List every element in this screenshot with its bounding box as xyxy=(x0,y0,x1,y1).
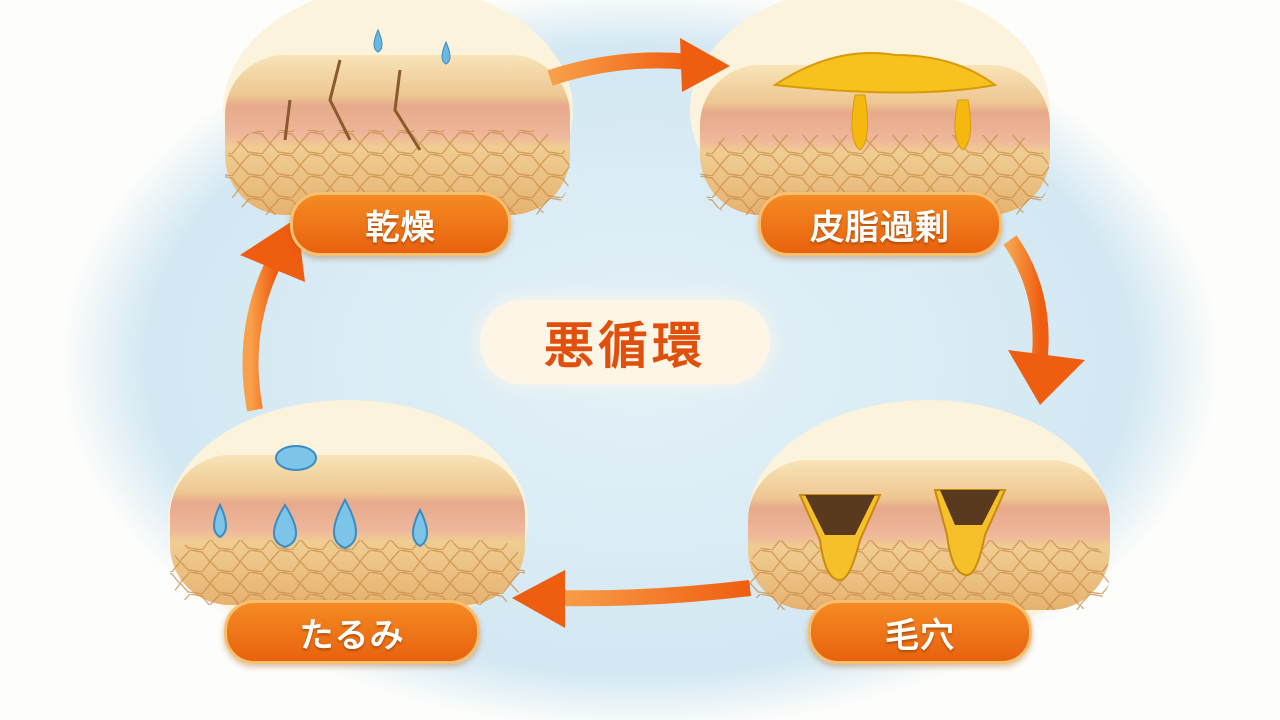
diagram-title: 悪循環 xyxy=(480,300,770,384)
arrow-dry-to-sebum xyxy=(547,52,691,86)
arrow-sebum-to-pores xyxy=(1003,235,1049,356)
stage-label-sagging: たるみ xyxy=(224,600,480,664)
stage-label-text: 皮脂過剰 xyxy=(810,207,950,248)
arrow-sagging-to-dry xyxy=(242,256,283,412)
cycle-arrows xyxy=(242,52,1049,607)
stage-label-pores: 毛穴 xyxy=(808,600,1032,664)
stage-illustration-pores xyxy=(748,400,1110,640)
stage-label-text: 乾燥 xyxy=(365,207,436,248)
stage-label-dry: 乾燥 xyxy=(290,192,511,256)
title-text: 悪循環 xyxy=(544,317,706,375)
stage-label-sebum: 皮脂過剰 xyxy=(758,192,1002,256)
arrow-pores-to-sagging xyxy=(554,580,751,607)
stage-label-text: 毛穴 xyxy=(885,615,955,656)
stage-illustration-sagging xyxy=(168,400,528,640)
stage-label-text: たるみ xyxy=(299,615,405,656)
